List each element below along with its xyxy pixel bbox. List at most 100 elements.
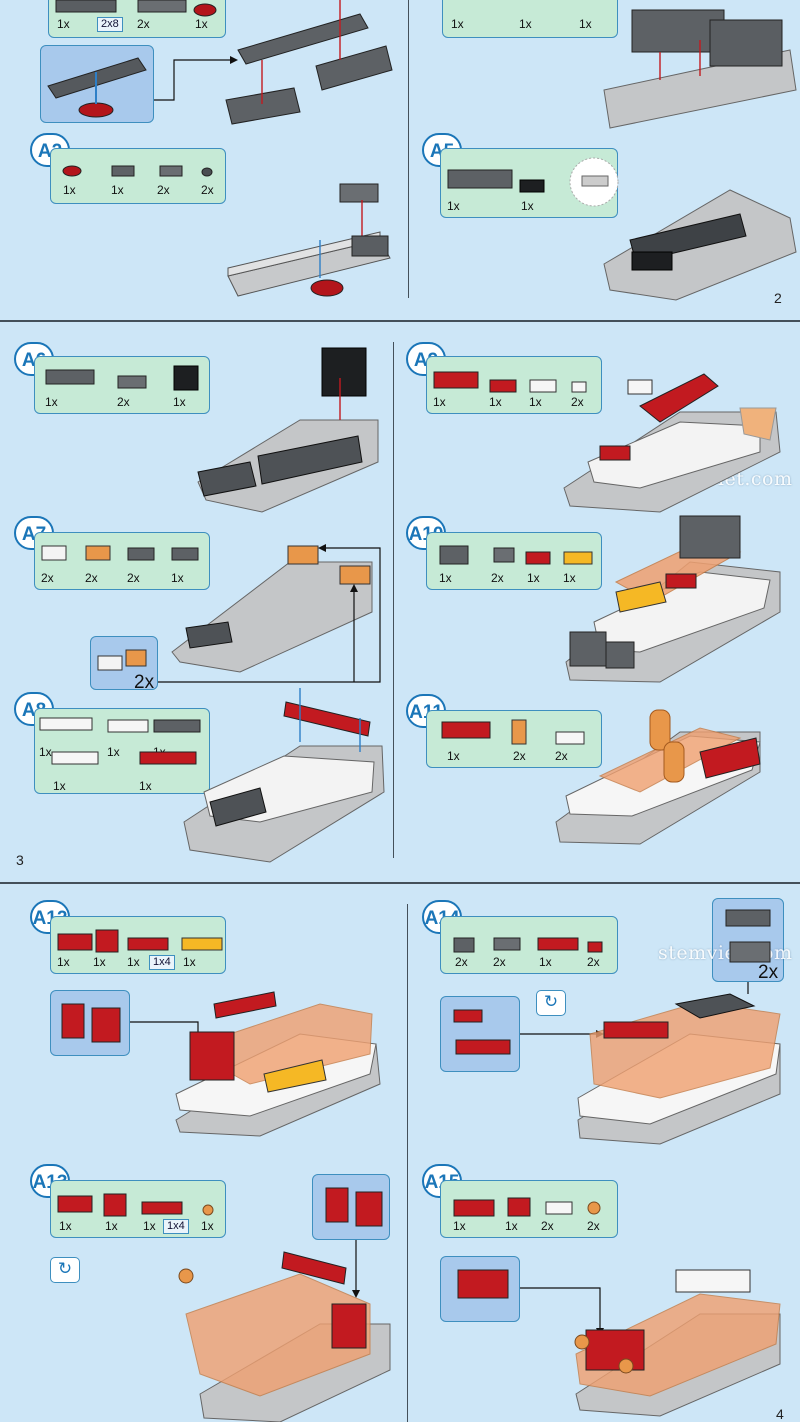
part-quantity: 2x — [137, 17, 150, 31]
part-red-plate-icon — [537, 937, 579, 951]
part-red-tile-icon — [587, 941, 603, 953]
column-divider — [407, 904, 408, 1422]
part-size-tag: 2x8 — [97, 17, 123, 32]
part-quantity: 2x — [491, 571, 504, 585]
part-quantity: 1x — [173, 395, 186, 409]
part-dark-gray-plate-icon — [153, 719, 201, 733]
part-white-plate-icon — [545, 1201, 573, 1215]
part-white-plate-icon — [555, 731, 585, 745]
part-red-curved-slope-icon — [57, 1195, 93, 1213]
a5-model — [603, 189, 797, 301]
part-red-round-plate-icon — [193, 3, 217, 17]
part-red-brick-small-icon — [507, 1197, 531, 1217]
part-black-tile-icon — [519, 179, 545, 193]
part-quantity: 2x — [157, 183, 170, 197]
part-quantity: 1x — [57, 955, 70, 969]
a10-model — [565, 515, 781, 683]
part-quantity: 2x — [493, 955, 506, 969]
part-size-tag: 1x4 — [149, 955, 175, 970]
part-quantity: 2x — [201, 183, 214, 197]
parts-list: 2x 2x 2x 1x — [34, 532, 210, 590]
part-orange-round-icon — [202, 1204, 214, 1216]
part-quantity: 1x — [579, 17, 592, 31]
part-red-slope-icon — [525, 551, 551, 565]
zoom-detail-icon — [569, 157, 619, 207]
part-orange-arch-icon — [511, 719, 527, 745]
part-quantity: 2x — [587, 955, 600, 969]
a15-model — [574, 1269, 781, 1417]
page-separator — [0, 320, 800, 322]
part-red-plate-icon — [489, 379, 517, 393]
part-quantity: 1x — [107, 745, 120, 759]
part-red-curved-slope-icon — [433, 371, 479, 389]
part-dark-gray-plate-icon — [493, 937, 521, 951]
a13-model — [178, 1251, 391, 1422]
part-dark-gray-plate-icon — [55, 0, 117, 13]
instruction-page-2: 2 1x 2x8 2x 1x A2 1x 1x 2x 2x 1x 1x 1x A… — [0, 0, 800, 320]
part-quantity: 1x — [59, 1219, 72, 1233]
part-red-panel-icon — [95, 929, 119, 953]
part-red-plate-icon — [139, 751, 197, 765]
parts-list: 1x 1x 1x — [442, 0, 618, 38]
part-size-tag: 1x4 — [163, 1219, 189, 1234]
a7-model — [158, 544, 381, 683]
page-separator — [0, 882, 800, 884]
parts-list: 1x 1x 2x 2x — [50, 148, 226, 204]
part-red-panel-icon — [103, 1193, 127, 1217]
part-quantity: 1x — [539, 955, 552, 969]
part-quantity: 1x — [139, 779, 152, 793]
part-quantity: 1x — [447, 199, 460, 213]
part-red-curved-slope-icon — [441, 721, 491, 739]
part-quantity: 2x — [541, 1219, 554, 1233]
part-quantity: 2x — [127, 571, 140, 585]
part-round-stud-icon — [201, 167, 213, 177]
part-red-brick-icon — [453, 1199, 495, 1217]
part-dark-gray-wedge-icon — [117, 375, 147, 389]
parts-list: 1x 1x 1x 1x4 1x — [50, 1180, 226, 1238]
part-gray-hinge-icon — [159, 165, 183, 177]
part-quantity: 1x — [529, 395, 542, 409]
part-quantity: 1x — [183, 955, 196, 969]
part-quantity: 2x — [85, 571, 98, 585]
part-quantity: 1x — [53, 779, 66, 793]
part-dark-gray-plate-icon — [171, 547, 199, 561]
part-quantity: 1x — [45, 395, 58, 409]
arrow-line — [154, 56, 238, 101]
a14-model — [577, 993, 781, 1145]
subassembly-drawing — [47, 57, 147, 118]
part-quantity: 1x — [439, 571, 452, 585]
part-white-plate-icon — [51, 751, 99, 765]
part-quantity: 1x — [519, 17, 532, 31]
part-quantity: 2x — [571, 395, 584, 409]
part-yellow-wedge-icon — [563, 551, 593, 565]
a8-model — [183, 688, 385, 863]
subassembly-multiplier: 2x — [758, 962, 779, 983]
subassembly-multiplier: 2x — [134, 672, 155, 693]
part-quantity: 1x — [451, 17, 464, 31]
part-dark-gray-plate-icon — [127, 547, 155, 561]
part-quantity: 1x — [111, 183, 124, 197]
part-dark-gray-slope-icon — [45, 369, 95, 385]
part-dark-gray-plate-icon — [137, 0, 187, 13]
a11-model — [555, 709, 761, 845]
part-white-plate-icon — [529, 379, 557, 393]
part-quantity: 1x — [143, 1219, 156, 1233]
rotate-model-icon: ↻ — [50, 1257, 80, 1283]
part-quantity: 1x — [505, 1219, 518, 1233]
instruction-page-3: 3 A6 1x 2x 1x A7 2x 2x 2x 1x 2x A8 1x 1x… — [0, 322, 800, 882]
part-dark-gray-brick-icon — [447, 169, 513, 189]
part-quantity: 1x — [563, 571, 576, 585]
part-quantity: 1x — [489, 395, 502, 409]
rotate-model-icon: ↻ — [536, 990, 566, 1016]
part-dark-gray-brick-icon — [493, 547, 515, 563]
part-quantity: 1x — [453, 1219, 466, 1233]
part-yellow-wedge-icon — [181, 937, 223, 951]
part-quantity: 2x — [117, 395, 130, 409]
part-quantity: 2x — [587, 1219, 600, 1233]
part-quantity: 1x — [195, 17, 208, 31]
column-divider — [408, 0, 409, 298]
part-red-curved-slope-icon — [57, 933, 93, 951]
part-white-wedge-plate-icon — [107, 719, 149, 733]
part-black-frame-icon — [173, 365, 199, 391]
a4-model — [603, 9, 797, 129]
